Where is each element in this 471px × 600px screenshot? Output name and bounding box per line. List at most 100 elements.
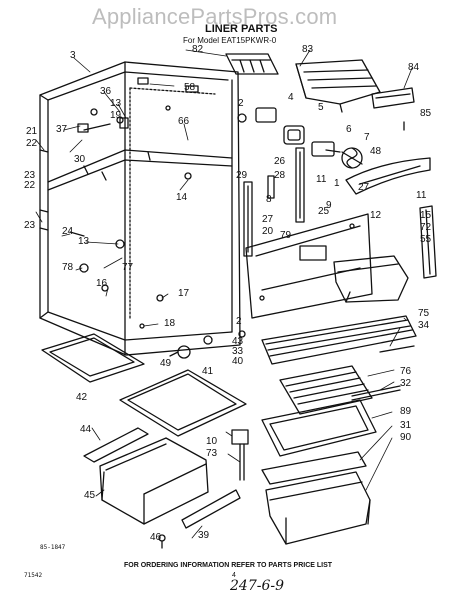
callout-39: 39 bbox=[198, 530, 210, 541]
callout-78: 78 bbox=[62, 262, 74, 273]
callout-6: 6 bbox=[346, 124, 352, 135]
callout-37: 37 bbox=[56, 124, 68, 135]
callout-22-lower: 22 bbox=[24, 180, 36, 191]
drawer-screw bbox=[158, 534, 166, 549]
callout-28: 28 bbox=[274, 170, 286, 181]
fan-assembly bbox=[311, 141, 363, 169]
callout-16: 16 bbox=[96, 278, 108, 289]
glass-shelf bbox=[119, 369, 247, 437]
callout-79: 79 bbox=[280, 230, 292, 241]
callout-8: 8 bbox=[266, 194, 272, 205]
callout-33: 33 bbox=[232, 346, 244, 357]
callout-13-upper: 13 bbox=[110, 98, 122, 109]
callout-66: 66 bbox=[178, 116, 190, 127]
callout-12: 12 bbox=[370, 210, 382, 221]
wire-shelf-lower bbox=[279, 365, 373, 415]
side-rail bbox=[419, 205, 437, 279]
ice-bin bbox=[295, 59, 381, 113]
callout-18: 18 bbox=[164, 318, 176, 329]
callout-84: 84 bbox=[408, 62, 420, 73]
document-number: 71542 bbox=[24, 572, 43, 579]
callout-5: 5 bbox=[318, 102, 324, 113]
callout-55: 55 bbox=[420, 234, 432, 245]
callout-72: 72 bbox=[420, 222, 432, 233]
crisper-drawer bbox=[265, 471, 371, 545]
callout-48: 48 bbox=[370, 146, 382, 157]
meat-pan-lid bbox=[41, 333, 145, 383]
small-drawer bbox=[333, 255, 409, 303]
small-parts-upper bbox=[237, 107, 305, 145]
callout-32: 32 bbox=[400, 378, 412, 389]
ice-tray bbox=[225, 53, 279, 75]
leader-lines bbox=[35, 49, 413, 539]
evaporator-cover bbox=[345, 157, 431, 195]
callout-14: 14 bbox=[176, 192, 188, 203]
callout-41: 41 bbox=[202, 366, 214, 377]
callout-73: 73 bbox=[206, 448, 218, 459]
callout-23-lower: 23 bbox=[24, 220, 36, 231]
callout-46: 46 bbox=[150, 532, 162, 543]
callout-26: 26 bbox=[274, 156, 286, 167]
callout-29: 29 bbox=[236, 170, 248, 181]
callout-43: 43 bbox=[232, 336, 244, 347]
callout-24: 24 bbox=[62, 226, 74, 237]
drawer-trim bbox=[83, 427, 149, 463]
handwritten-note: 247-6-9 bbox=[230, 578, 284, 594]
control-knob-parts bbox=[169, 330, 246, 359]
crisper-cover bbox=[261, 399, 377, 457]
callout-83: 83 bbox=[302, 44, 314, 55]
page-number: 4 bbox=[232, 572, 236, 579]
callout-20: 20 bbox=[262, 226, 274, 237]
shelf-rods bbox=[351, 345, 415, 401]
callout-27-upper: 27 bbox=[358, 182, 370, 193]
callout-58: 58 bbox=[184, 82, 196, 93]
callout-21: 21 bbox=[26, 126, 38, 137]
liner-cabinet bbox=[39, 61, 241, 356]
callout-1: 1 bbox=[334, 178, 340, 189]
door-handle-bar bbox=[371, 87, 415, 131]
callout-82: 82 bbox=[192, 44, 204, 55]
callout-2-upper: 2 bbox=[238, 98, 244, 109]
callout-10: 10 bbox=[206, 436, 218, 447]
model-line: For Model EAT15PKWR-0 bbox=[183, 36, 277, 45]
callout-76: 76 bbox=[400, 366, 412, 377]
diagram-title: LINER PARTS bbox=[205, 23, 278, 35]
callout-23-upper: 23 bbox=[24, 170, 36, 181]
callout-85: 85 bbox=[420, 108, 432, 119]
watermark: AppliancePartsPros.com bbox=[92, 4, 338, 29]
callout-15: 15 bbox=[420, 210, 432, 221]
drawer-rail bbox=[181, 489, 241, 529]
callout-3: 3 bbox=[70, 50, 76, 61]
callout-11-right: 11 bbox=[416, 190, 427, 201]
shelf-brackets bbox=[243, 147, 305, 257]
meat-drawer bbox=[99, 437, 209, 525]
thermostat bbox=[231, 429, 249, 481]
callout-89: 89 bbox=[400, 406, 412, 417]
callout-34: 34 bbox=[418, 320, 430, 331]
crisper-frame bbox=[261, 451, 367, 485]
callout-44: 44 bbox=[80, 424, 92, 435]
callout-7: 7 bbox=[364, 132, 370, 143]
callout-45: 45 bbox=[84, 490, 96, 501]
callout-42: 42 bbox=[76, 392, 88, 403]
callout-9: 9 bbox=[326, 200, 332, 211]
callout-25: 25 bbox=[318, 206, 330, 217]
callout-19: 19 bbox=[110, 110, 122, 121]
callout-4: 4 bbox=[288, 92, 294, 103]
callout-49: 49 bbox=[160, 358, 172, 369]
callout-40: 40 bbox=[232, 356, 244, 367]
callout-75: 75 bbox=[418, 308, 430, 319]
callout-17: 17 bbox=[178, 288, 190, 299]
callout-31: 31 bbox=[400, 420, 412, 431]
drawing-code: 85-1847 bbox=[40, 544, 66, 551]
callout-13-lower: 13 bbox=[78, 236, 90, 247]
callout-77: 77 bbox=[122, 262, 134, 273]
callout-27-lower: 27 bbox=[262, 214, 274, 225]
callout-30: 30 bbox=[74, 154, 86, 165]
callout-90: 90 bbox=[400, 432, 412, 443]
callout-22-upper: 22 bbox=[26, 138, 38, 149]
callout-11-left: 11 bbox=[316, 174, 327, 185]
callout-36: 36 bbox=[100, 86, 112, 97]
